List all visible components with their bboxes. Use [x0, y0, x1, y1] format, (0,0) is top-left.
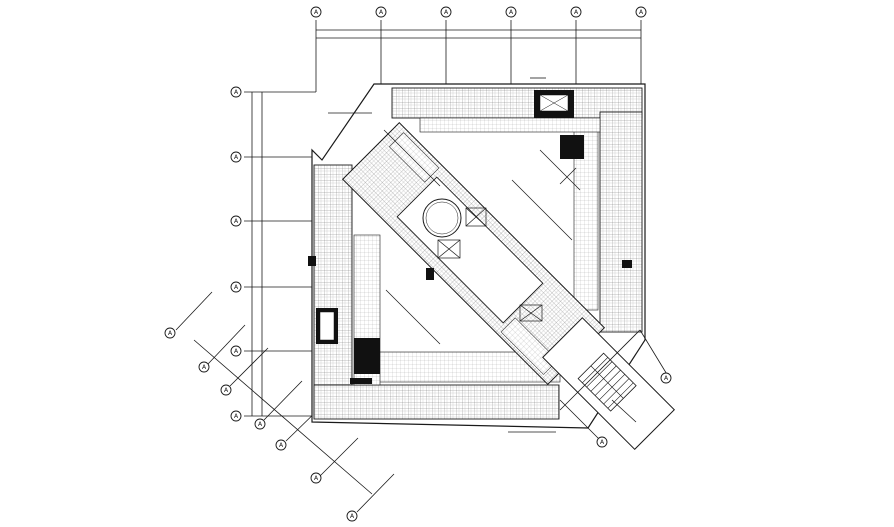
grid-bubble: A: [660, 372, 672, 384]
grid-bubbles: A A A A A A A A A A A A A A A A A A A A A: [164, 6, 672, 522]
grid-bubble: A: [375, 6, 387, 18]
grid-bubble-label: A: [664, 375, 669, 382]
grid-bubble: A: [164, 327, 176, 339]
grid-bubble-label: A: [234, 218, 239, 225]
grid-bubble: A: [346, 510, 358, 522]
entrance-wing: [542, 317, 676, 451]
grid-bubble-label: A: [314, 9, 319, 16]
top-corridor: [419, 117, 601, 133]
right-wing-rooms: [599, 111, 643, 333]
grid-bubble: A: [198, 361, 210, 373]
grid-bubble-label: A: [350, 513, 355, 520]
grid-bubble: A: [230, 345, 242, 357]
grid-bubble-label: A: [314, 475, 319, 482]
entrance-grid-lines: [559, 329, 669, 441]
grid-bubble-label: A: [379, 9, 384, 16]
diagonal-block-core: [396, 176, 544, 324]
diagonal-grid-group: [175, 291, 395, 513]
shaft-top-right: [560, 135, 584, 159]
grid-bubble-label: A: [234, 89, 239, 96]
top-grid-group: [315, 20, 642, 92]
grid-bubble: A: [254, 418, 266, 430]
grid-bubble-label: A: [224, 387, 229, 394]
grid-bubble-label: A: [234, 348, 239, 355]
grid-bubble: A: [310, 472, 322, 484]
grid-bubble-label: A: [279, 442, 284, 449]
grid-bubble: A: [230, 410, 242, 422]
grid-bubble: A: [310, 6, 322, 18]
grid-bubble-label: A: [574, 9, 579, 16]
grid-bubble: A: [230, 151, 242, 163]
grid-bubble: A: [230, 215, 242, 227]
grid-bubble: A: [220, 384, 232, 396]
grid-bubble: A: [230, 86, 242, 98]
shaft-left: [354, 338, 380, 374]
grid-bubble-label: A: [258, 421, 263, 428]
grid-bubble: A: [440, 6, 452, 18]
grid-bubble-label: A: [202, 364, 207, 371]
grid-bubble: A: [230, 281, 242, 293]
left-wing-rooms: [313, 164, 353, 416]
grid-bubble-label: A: [444, 9, 449, 16]
grid-bubble-label: A: [509, 9, 514, 16]
left-grid-group: [244, 91, 316, 417]
right-corridor: [573, 129, 599, 311]
grid-bubble: A: [275, 439, 287, 451]
grid-bubble-label: A: [168, 330, 173, 337]
grid-bubble-label: A: [639, 9, 644, 16]
grid-bubble-label: A: [234, 154, 239, 161]
circular-atrium: [422, 198, 462, 238]
grid-bubble: A: [596, 436, 608, 448]
grid-bubble-label: A: [600, 439, 605, 446]
grid-bubble: A: [505, 6, 517, 18]
grid-bubble-label: A: [234, 413, 239, 420]
grid-bubble: A: [570, 6, 582, 18]
grid-bubble-label: A: [234, 284, 239, 291]
annotation-leaders: [328, 77, 556, 433]
bottom-wing-rooms: [313, 384, 560, 420]
grid-bubble: A: [635, 6, 647, 18]
